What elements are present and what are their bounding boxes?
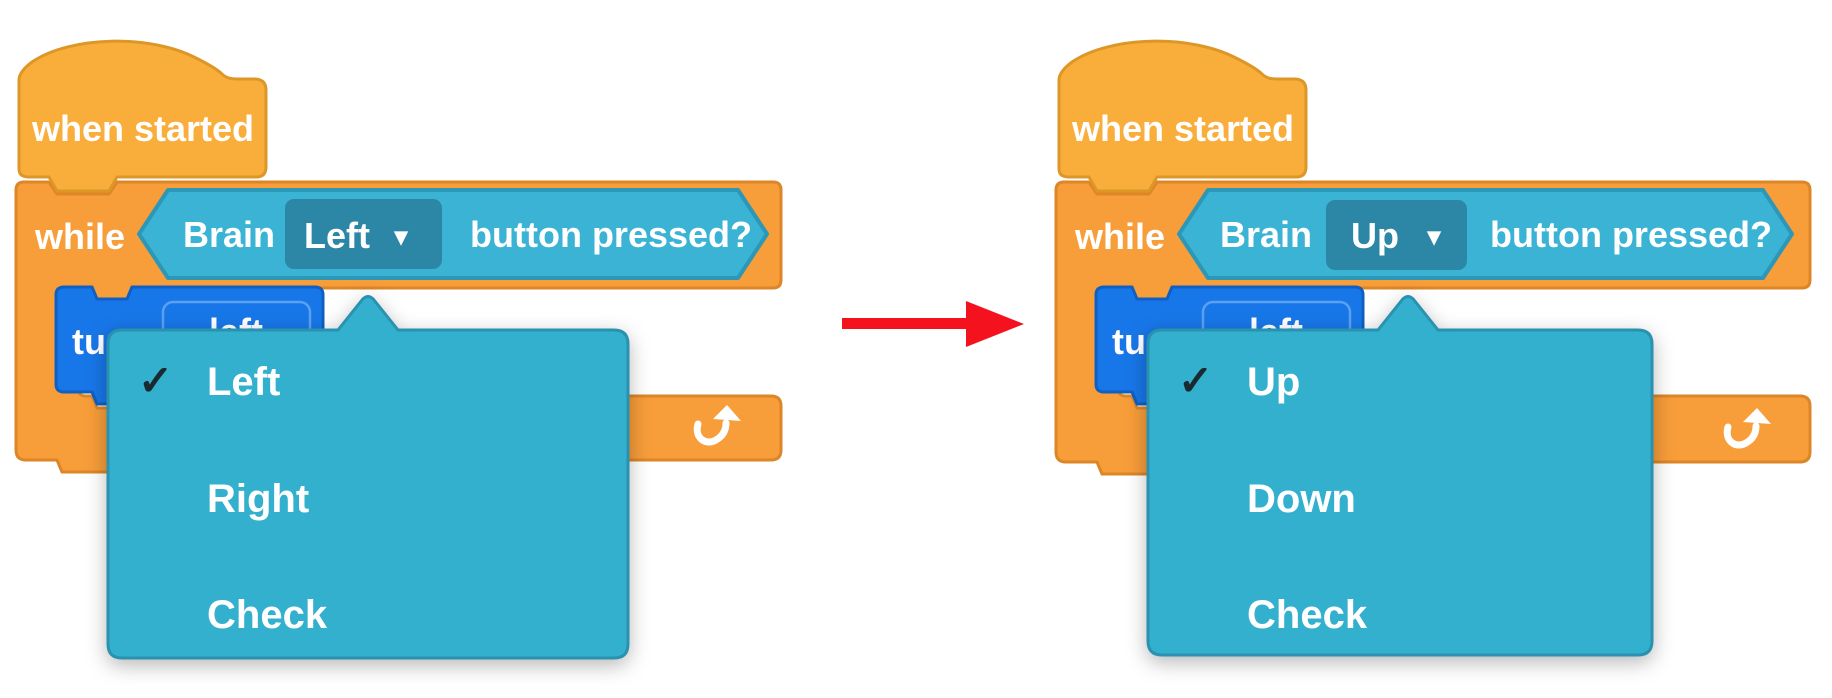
- dropdown-option[interactable]: Right: [207, 477, 309, 521]
- caret-down-icon: ▾: [1426, 221, 1441, 251]
- device-label: Brain: [183, 214, 275, 255]
- block-stack-after: while when started Brain Up ▾ button pre…: [1054, 39, 1812, 657]
- condition-suffix-label: button pressed?: [470, 214, 752, 255]
- button-dropdown-field[interactable]: [1326, 200, 1467, 270]
- hat-label: when started: [31, 108, 254, 149]
- while-label: while: [1074, 216, 1165, 257]
- dropdown-option[interactable]: Down: [1247, 477, 1356, 521]
- condition-block[interactable]: Brain Left ▾ button pressed?: [137, 188, 769, 280]
- dropdown-menu: ✓ Left Right Check: [106, 295, 630, 660]
- check-icon: ✓: [1178, 357, 1213, 404]
- while-label: while: [34, 216, 125, 257]
- button-dropdown-value: Left: [304, 215, 370, 256]
- block-stack-before: while when started Brain Left ▾ button p…: [14, 39, 783, 660]
- dropdown-option[interactable]: Left: [207, 360, 280, 404]
- dropdown-menu: ✓ Up Down Check: [1146, 295, 1654, 657]
- condition-block[interactable]: Brain Up ▾ button pressed?: [1177, 188, 1794, 280]
- loop-arrow-icon: [693, 405, 741, 446]
- button-dropdown-field[interactable]: [285, 199, 442, 269]
- caret-down-icon: ▾: [393, 221, 408, 251]
- check-icon: ✓: [138, 357, 173, 404]
- hat-label: when started: [1071, 108, 1294, 149]
- dropdown-option[interactable]: Check: [207, 593, 328, 637]
- transition-arrow: [842, 301, 1024, 347]
- when-started-hat-block[interactable]: [1057, 39, 1308, 193]
- when-started-hat-block[interactable]: [17, 39, 268, 193]
- condition-suffix-label: button pressed?: [1490, 214, 1772, 255]
- dropdown-option[interactable]: Up: [1247, 360, 1300, 404]
- loop-arrow-icon: [1723, 408, 1771, 449]
- button-dropdown-value: Up: [1351, 215, 1399, 256]
- device-label: Brain: [1220, 214, 1312, 255]
- dropdown-option[interactable]: Check: [1247, 593, 1368, 637]
